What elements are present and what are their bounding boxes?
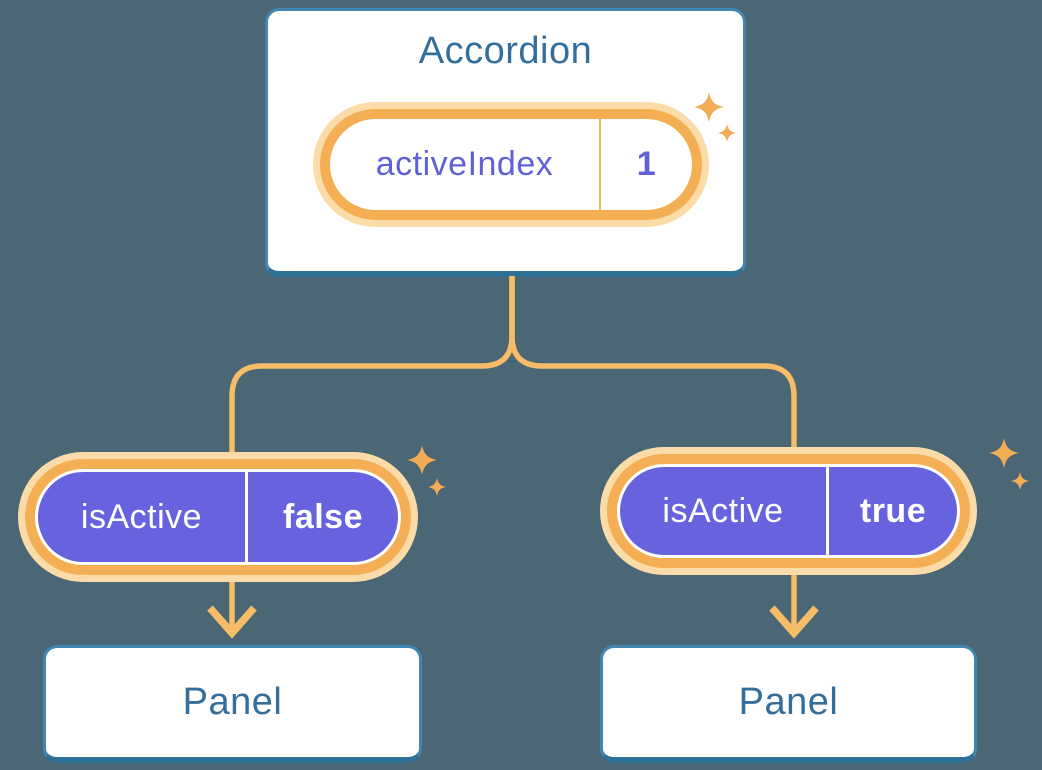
state-pill: activeIndex 1 bbox=[313, 102, 709, 227]
accordion-title: Accordion bbox=[418, 30, 593, 72]
prop-pill-isactive-true: isActive true bbox=[600, 447, 977, 575]
prop-label: isActive bbox=[80, 497, 203, 536]
sparkle-icon bbox=[989, 438, 1029, 490]
prop-value: true bbox=[826, 467, 957, 555]
panel-box-left: Panel bbox=[43, 645, 422, 763]
panel-title: Panel bbox=[738, 681, 839, 723]
sparkle-icon bbox=[407, 445, 446, 496]
prop-label: isActive bbox=[662, 491, 784, 530]
panel-box-right: Panel bbox=[600, 645, 977, 763]
prop-pill-isactive-false: isActive false bbox=[18, 452, 418, 582]
prop-pill-ring: isActive false bbox=[25, 459, 411, 575]
state-label: activeIndex bbox=[375, 145, 554, 183]
sparkle-icon bbox=[694, 92, 736, 142]
state-value: 1 bbox=[599, 119, 692, 210]
panel-title: Panel bbox=[182, 681, 283, 723]
state-pill-ring: activeIndex 1 bbox=[320, 109, 702, 220]
connector-line-left bbox=[229, 276, 515, 628]
connector-line-right bbox=[509, 276, 797, 628]
prop-pill-ring: isActive true bbox=[607, 454, 970, 568]
arrow-down-icon bbox=[207, 605, 257, 639]
prop-value: false bbox=[245, 472, 398, 562]
arrow-down-icon bbox=[769, 605, 819, 639]
